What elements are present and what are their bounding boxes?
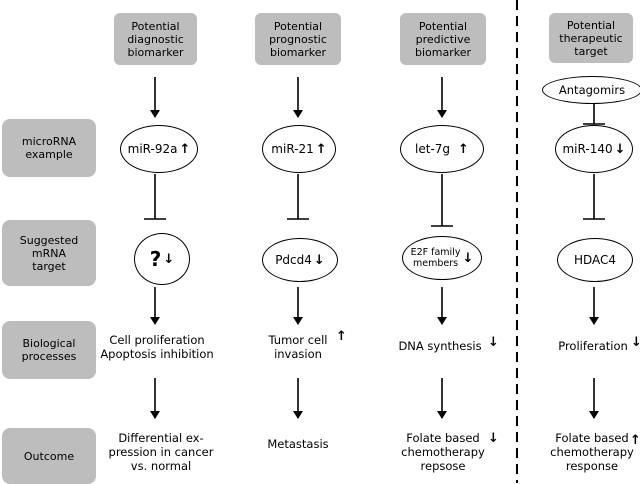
header-prognostic: Potential prognostic biomarker	[255, 13, 341, 65]
mirna-arrow-2: ↑	[315, 141, 327, 157]
target-ellipse-2: Pdcd4↓	[262, 238, 338, 282]
target-ellipse-3: E2F family members↓	[402, 236, 482, 280]
target-name-3: E2F family members	[410, 247, 461, 269]
mirna-ellipse-2: miR-21↑	[262, 125, 336, 173]
header-therapeutic: Potential therapeutic target	[549, 13, 633, 63]
bio-text-4: Proliferation	[558, 339, 628, 353]
mirna-arrow-3: ↑	[458, 141, 469, 157]
bio-arrow-3: ↓	[488, 335, 499, 350]
outcome-text-2: Metastasis	[267, 437, 329, 451]
outcome-arrow-4: ↑	[630, 433, 640, 448]
outcome-text-3: Folate based chemotherapy repsose	[401, 431, 485, 473]
mirna-ellipse-3: let-7g ↑	[400, 125, 484, 173]
antagomirs-ellipse: Antagomirs	[542, 76, 640, 104]
mirna-name-3: let-7g	[415, 142, 451, 156]
mirna-ellipse-4: miR-140↓	[555, 125, 633, 173]
bio-text-1: Cell proliferation Apoptosis inhibition	[100, 333, 214, 361]
row-label-bio: Biological processes	[2, 321, 96, 379]
mirna-name-1: miR-92a	[127, 142, 178, 156]
target-arrow-2: ↓	[313, 252, 325, 268]
mirna-name-4: miR-140	[562, 142, 613, 156]
bio-text-3: DNA synthesis	[398, 339, 482, 353]
mirna-name-2: miR-21	[271, 142, 314, 156]
header-predictive: Potential predictive biomarker	[400, 13, 486, 65]
target-name-2: Pdcd4	[275, 253, 312, 267]
bio-text-2: Tumor cell invasion	[268, 333, 328, 361]
target-ellipse-1: ?↓	[134, 233, 190, 285]
mirna-ellipse-1: miR-92a↑	[120, 125, 198, 173]
row-label-outcome: Outcome	[2, 428, 96, 484]
target-ellipse-4: HDAC4	[557, 238, 633, 282]
target-name-4: HDAC4	[573, 253, 617, 267]
outcome-text-4: Folate based chemotherapy response	[550, 431, 634, 473]
header-diagnostic: Potential diagnostic biomarker	[114, 13, 197, 65]
outcome-text-1: Differential ex- pression in cancer vs. …	[108, 431, 214, 473]
outcome-arrow-3: ↓	[488, 431, 499, 446]
row-label-target: Suggested mRNA target	[2, 220, 96, 286]
mirna-arrow-4: ↓	[614, 141, 626, 157]
bio-arrow-4: ↓	[631, 335, 640, 350]
target-arrow-1: ↓	[163, 251, 175, 267]
target-arrow-3: ↓	[462, 250, 474, 266]
row-label-microrna: microRNA example	[2, 119, 96, 177]
mirna-arrow-1: ↑	[179, 141, 191, 157]
unknown-target-symbol: ?	[149, 247, 162, 271]
antagomirs-label: Antagomirs	[558, 83, 626, 97]
bio-arrow-2: ↑	[336, 329, 347, 344]
